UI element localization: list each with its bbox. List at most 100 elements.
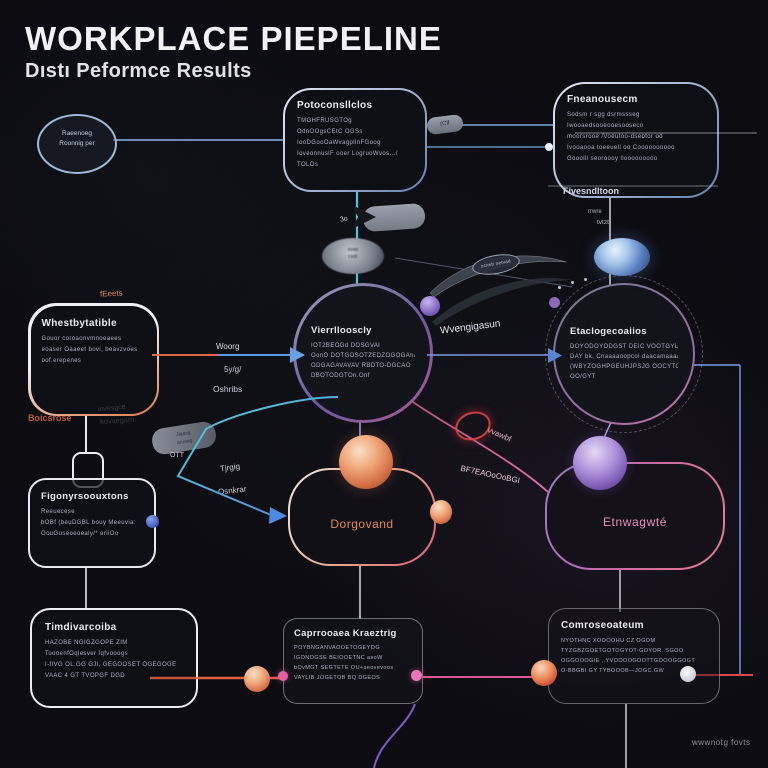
timdivarcoiba-line: VAAC 4 GT TVOPGF DGD <box>45 673 126 679</box>
vierrllooscly-line: DBOTODGTOn.Onf <box>311 373 370 379</box>
start-ellipse-line2: Roonnig per <box>59 140 95 147</box>
watermark: wwwnotg fovts <box>692 738 751 747</box>
blue-planet <box>594 238 650 276</box>
label-oshribs: Oshribs <box>213 384 243 394</box>
dorgovand-label: Dorgovand <box>330 517 394 531</box>
start-ellipse-line1: Raeenoeg <box>62 130 92 137</box>
label-feeets: fEeets <box>99 288 123 299</box>
fneanousecm-line: Gooolll seoroooy llooooooooo <box>567 156 658 162</box>
deco-dot <box>571 281 574 284</box>
comroseoateum-line: O-BBGBI GY TYBOOOB—JOGC.GW <box>561 668 665 674</box>
arrowhead-into-dorgovand <box>269 507 287 524</box>
node-etaclogecoaiios: Etaclogecoaiios DOYODOYODGST DEIC VOOTGY… <box>545 275 703 433</box>
label-woorg: Woorg <box>216 342 240 351</box>
node-potoconsllcios: Potoconsllclos TMGHFRUSGTOg OdnOOgsCEtC … <box>283 88 427 192</box>
deco-dot <box>558 286 561 289</box>
label-bf7: BF7EAOoOoBGI <box>459 463 521 486</box>
orange-dot-dorgovand-right <box>430 500 452 524</box>
caprrooaea-line: bOvMGT SEGTETE OU+seovevoos <box>294 665 394 671</box>
orange-sphere-comroseoateum <box>531 660 557 686</box>
timdivarcoiba-title: Timdivarcoiba <box>45 622 117 633</box>
vierrllooscly-title: Vierrllooscly <box>311 325 372 336</box>
vierrllooscly-line: IOT2BEOGd DOSGVAl <box>311 343 381 349</box>
caprrooaea-title: Caprrooaea Kraeztrig <box>294 628 397 639</box>
vierrllooscly-line: ODGAGAVAVAV RBDTO-DGCAO <box>311 363 411 369</box>
white-dot-comroseoateum <box>680 666 696 682</box>
node-start-ellipse: Raeenoeg Roonnig per <box>37 114 117 174</box>
purple-sphere-etnwagwte <box>573 436 627 490</box>
etnwagwte-label: Etnwagwté <box>602 515 668 529</box>
potoconsllcios-line: TMGHFRUSGTOg <box>297 118 353 124</box>
whestbytatible-line: eoaser Oaaeet bovi, beavzvoes <box>41 346 138 353</box>
red-ring <box>451 407 495 445</box>
caprrooaea-right-dot <box>411 670 422 681</box>
whestbytatible-line: oof.erepenes <box>41 357 82 364</box>
swoosh-badge: ocimb oetvad <box>470 250 522 279</box>
node-fneanousecm: Fneanousecm Sodsm r sgg dsrmssseg Iwooae… <box>553 82 719 198</box>
potoconsllcios-line: OdnOOgsCEtC OGSs <box>297 129 363 135</box>
timdivarcoiba-line: I-fIVG OL.GG GJI, GEGOOSET OGEGOGE <box>45 662 177 668</box>
deco-dot <box>584 278 587 281</box>
orange-sphere-dorgovand <box>339 435 393 489</box>
vierrllooscly-line: OonO DOTGOSOTZEDZOGOGAnAG <box>311 353 415 359</box>
label-vvawbf: vvawbf <box>486 425 513 444</box>
purple-dot-rightcircle <box>549 297 560 308</box>
node-timdivarcoiba: Timdivarcoiba HAZOBE NGIGZGOPE ZIM Toooe… <box>30 608 198 708</box>
page-subtitle: Dıstı Peformce Results <box>25 60 252 82</box>
node-figonyr: Figonyrsoouxtons Reeuecese bOBf (beuDGBL… <box>28 478 156 568</box>
whestbytatible-title: Whestbytatible <box>41 317 117 329</box>
swoosh-badge-text: ocimb oetvad <box>480 258 512 269</box>
cloud-text-line2: cvdr <box>348 254 358 260</box>
label-kovvegam: kovvegam <box>99 414 135 427</box>
node-vierrllooscly: Vierrllooscly IOT2BEOGd DOSGVAl OonO DOT… <box>293 283 433 423</box>
fneanousecm-line: Sodsm r sgg dsrmssseg <box>567 112 640 118</box>
comroseoateum-line: NYOTHNC XOOOOHU CZ OGOM <box>561 638 656 644</box>
comroseoateum-line: OGGOOOGIE ,.YVOOOOGOOTTGOOOGGOGT <box>561 658 696 664</box>
timdivarcoiba-line: HAZOBE NGIGZGOPE ZIM <box>45 640 128 646</box>
timdivarcoiba-line: ToooenfOqlesver Iqfvooogs <box>45 651 129 657</box>
label-tvtzt: tvtzt <box>597 219 609 226</box>
potoconsllcios-title: Potoconsllclos <box>297 100 373 111</box>
node-whestbytatible: Whestbytatible Gouor coroaonvmnoeaees eo… <box>28 303 159 416</box>
fneanousecm-line: Ivooaooa toeeuell oo Coooooooooo <box>567 145 675 151</box>
label-boicsrose: Boicsrose <box>28 413 72 423</box>
caprrooaea-left-dot <box>278 671 288 681</box>
purple-sphere-swoosh <box>420 296 440 316</box>
figonyr-line: Reeuecese <box>41 509 75 515</box>
line-caprrooaea-south <box>373 703 416 768</box>
clf-pill-text: (Clf <box>439 120 450 128</box>
label-3o: 3o <box>339 215 349 224</box>
label-ott: OTT <box>170 452 184 459</box>
caprrooaea-line: IGONOGSE BEIOOETNC asoW <box>294 655 383 661</box>
clf-pill: (Clf <box>426 113 464 136</box>
caprrooaea-line: VAYLIB JOGETOB BQ DGEOS <box>294 675 381 681</box>
label-rrwre: rrwre <box>588 209 602 215</box>
gray-cloud-ellipse: ovas cvdr <box>322 238 384 274</box>
figonyr-title: Figonyrsoouxtons <box>41 491 129 502</box>
figonyr-line: OouGuseoeoealy/* erliOo <box>41 531 119 537</box>
right-circle-dashed-ring <box>545 275 703 433</box>
fneanousecm-line: moorsrooe /Voeutoo-dseotor od <box>567 134 663 140</box>
node-etnwagwte: Etnwagwté <box>545 462 725 570</box>
figonyr-line: bOBf (beuDGBL bouy Meeuvia: <box>41 520 136 526</box>
potoconsllcios-line: IooDGooOaWvagpllnFGoog <box>297 140 381 146</box>
potoconsllcios-line: IoveonnuslF ooer LogruoWvos.../ <box>297 151 398 157</box>
white-dot-fneanousecm <box>545 143 553 151</box>
figonyr-blue-dot <box>146 515 159 528</box>
label-fivesndltoon: Fivesndltoon <box>563 186 619 196</box>
caprrooaea-line: POYBNGANVAOOETOGEYOG <box>294 645 381 651</box>
label-tjrgig: Tjrgig <box>219 461 241 474</box>
comroseoateum-line: TYZGBZGOETGOTOGYOT-GOYOR..SGOO <box>561 648 684 654</box>
cloud-text-line1: ovas <box>347 247 359 253</box>
page-title: WORKPLACE PIEPELINE <box>25 20 442 57</box>
fneanousecm-line: Iwooaedsooeooesooseco <box>567 123 644 129</box>
label-qsnkrar: Qsnkrar <box>217 484 247 497</box>
node-comroseoateum: Comroseoateum NYOTHNC XOOOOHU CZ OGOM TY… <box>548 608 720 704</box>
node-caprrooaea: Caprrooaea Kraeztrig POYBNGANVAOOETOGEYO… <box>283 618 423 704</box>
label-wvengigasun: Wvengigasun <box>439 318 502 337</box>
label-5yg: 5y/g/ <box>224 365 242 374</box>
gray-pill: Jiaasg aruaag <box>150 420 218 456</box>
fneanousecm-title: Fneanousecm <box>567 94 638 105</box>
comroseoateum-title: Comroseoateum <box>561 620 644 631</box>
